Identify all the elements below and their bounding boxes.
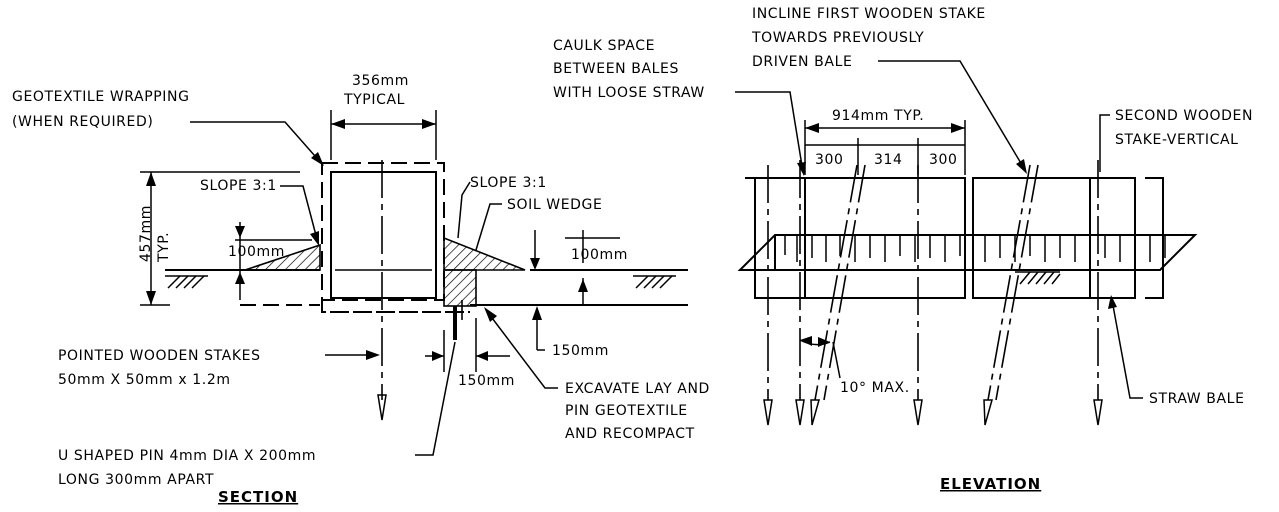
excavate-label-2: PIN GEOTEXTILE [565, 403, 688, 419]
section-title: SECTION [218, 488, 298, 506]
stakes-label-1: POINTED WOODEN STAKES [58, 348, 261, 364]
stakes-label-2: 50mm X 50mm x 1.2m [58, 372, 231, 388]
caulk-label-1: CAULK SPACE [553, 38, 655, 54]
slope-right-label: SLOPE 3:1 [470, 175, 547, 191]
dim-457-label: 457mm [138, 205, 154, 262]
dim-457-sub: TYP. [156, 232, 172, 263]
dim-part-1: 300 [815, 152, 844, 168]
ground-hatch-right [633, 275, 676, 289]
straw-bale-label: STRAW BALE [1149, 391, 1245, 407]
excavate-label-1: EXCAVATE LAY AND [565, 381, 710, 397]
dim-100-left-label: 100mm [228, 244, 285, 260]
soil-wedge-right [443, 236, 526, 271]
geotextile-outline [321, 162, 445, 301]
excavate-label-3: AND RECOMPACT [565, 426, 695, 442]
u-pin-label-1: U SHAPED PIN 4mm DIA X 200mm [58, 448, 316, 464]
bale-2 [972, 177, 1136, 299]
incline-label-1: INCLINE FIRST WOODEN STAKE [752, 6, 986, 22]
dim-part-2: 314 [874, 152, 903, 168]
caulk-label-3: WITH LOOSE STRAW [553, 85, 705, 101]
geotextile-label-2: (WHEN REQUIRED) [12, 114, 153, 130]
second-stake-label-1: SECOND WOODEN [1115, 108, 1253, 124]
straw-bale-section [330, 171, 437, 299]
section-view: 356mm TYPICAL 457mm TYP. GEOTEXTILE WRAP… [12, 73, 710, 506]
elevation-view: 914mm TYP. 300 314 300 CAULK SPACE BETWE… [553, 6, 1253, 493]
angle-label: 10° MAX. [840, 380, 910, 396]
second-stake-label-2: STAKE-VERTICAL [1115, 132, 1239, 148]
soil-wedge-label: SOIL WEDGE [507, 197, 602, 213]
elevation-ground-hatch [1015, 271, 1061, 285]
dim-356-label: 356mm [352, 73, 409, 89]
dim-356-sub: TYPICAL [343, 92, 405, 108]
caulk-label-2: BETWEEN BALES [553, 61, 679, 77]
geotextile-label-1: GEOTEXTILE WRAPPING [12, 89, 190, 105]
incline-label-3: DRIVEN BALE [752, 54, 852, 70]
soil-wedge-left [244, 243, 321, 271]
incline-label-2: TOWARDS PREVIOUSLY [751, 30, 924, 46]
dim-150-horizontal-label: 150mm [458, 373, 515, 389]
dim-part-3: 300 [929, 152, 958, 168]
ground-hatch-left [165, 275, 208, 289]
slope-left-label: SLOPE 3:1 [200, 178, 277, 194]
u-pin-label-2: LONG 300mm APART [58, 472, 214, 488]
dim-150-vertical-label: 150mm [552, 343, 609, 359]
dim-100-right-label: 100mm [571, 247, 628, 263]
bale-1 [754, 177, 966, 299]
trench [443, 269, 477, 307]
elevation-title: ELEVATION [940, 475, 1041, 493]
dim-914-label: 914mm TYP. [832, 108, 924, 124]
